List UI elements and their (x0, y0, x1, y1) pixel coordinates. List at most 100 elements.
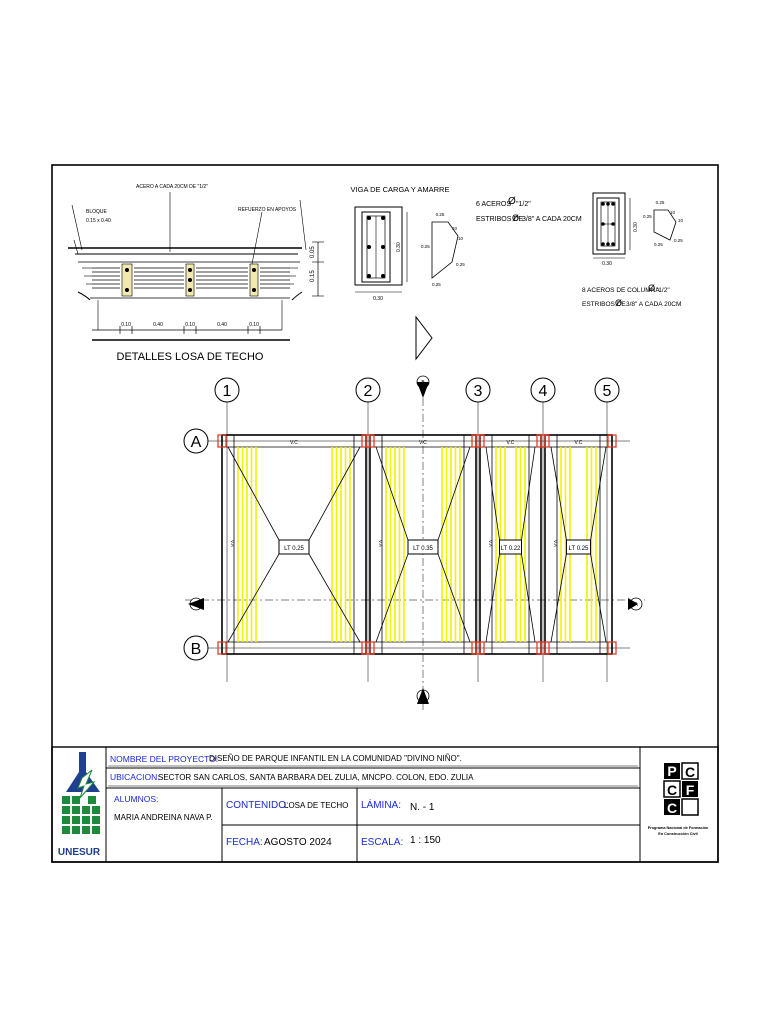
acero-label: ACERO A CADA 20CM DE "1/2" (136, 184, 208, 190)
beam-width-dim: 0.30 (373, 296, 383, 302)
section-mark-bottom: B (421, 694, 425, 700)
column-hook-dim-1: 0.25 (656, 200, 665, 205)
axis-4: 4 (539, 383, 548, 400)
height-dim-2: 0.05 (310, 246, 316, 258)
logo-text: UNESUR (58, 847, 101, 858)
axis-2: 2 (364, 383, 373, 400)
panel-label: LT 0.25 (284, 546, 304, 552)
beam-height-dim: 0.30 (396, 242, 402, 252)
axis-b: B (191, 641, 202, 658)
axis-1: 1 (223, 383, 232, 400)
ubicacion-label: UBICACION: (110, 772, 160, 782)
alumnos-label: ALUMNOS: (114, 794, 158, 804)
column-marker (365, 641, 375, 655)
floor-plan: LT 0.25V.CV.ALT 0.35V.CV.ALT 0.22V.CV.AL… (183, 375, 645, 712)
side-label: V.A (378, 540, 383, 547)
beam-label: V.C (575, 440, 583, 446)
lamina-label: LÁMINA: (361, 798, 401, 811)
column-hook-dim-2: 0.25 (643, 214, 652, 219)
slab-panel (479, 434, 542, 655)
beam-section: VIGA DE CARGA Y AMARRE 0.30 0.30 0.25 10… (351, 185, 582, 302)
escala-label: ESCALA: (361, 837, 403, 848)
diameter-icon: Ø (508, 196, 516, 207)
title-block: UNESUR NOMBRE DEL PROYECTO: DISEÑO DE PA… (51, 746, 719, 863)
beam-hook-dim-2: 10 (452, 226, 458, 231)
dim-2: 0.40 (153, 322, 163, 328)
proyecto-value: DISEÑO DE PARQUE INFANTIL EN LA COMUNIDA… (209, 754, 462, 763)
beam-label: V.C (507, 440, 515, 446)
beam-label: V.C (419, 440, 427, 446)
beam-hook-dim-6: 0.25 (432, 282, 441, 287)
column-marker (607, 641, 617, 655)
svg-text:C: C (685, 764, 695, 780)
column-hook-dim-3: 10 (670, 210, 676, 215)
diameter-icon: Ø (512, 213, 519, 223)
column-marker (365, 434, 375, 448)
column-spec-1-size: "1/2" (656, 287, 670, 294)
dim-5: 0.10 (249, 322, 259, 328)
detail-title: DETALLES LOSA DE TECHO (117, 351, 264, 363)
column-height-dim: 0.30 (633, 222, 639, 232)
axis-3: 3 (474, 383, 483, 400)
panel-label: LT 0.25 (569, 546, 589, 552)
fecha-value: AGOSTO 2024 (264, 837, 332, 848)
section-mark-top: B (421, 380, 425, 386)
column-hook-dim-6: 0.25 (654, 242, 663, 247)
column-marker (217, 434, 227, 448)
bloque-label: BLOQUE (86, 209, 108, 215)
pfc-logo: P C C F C (663, 762, 699, 816)
beam-spec-1: 6 ACEROS (476, 201, 511, 208)
escala-value: 1 : 150 (410, 835, 441, 846)
dim-4: 0.40 (217, 322, 227, 328)
svg-text:P: P (667, 763, 676, 779)
column-spec-1: 8 ACEROS DE COLUMNA (582, 287, 660, 294)
section-mark-right: A (634, 602, 638, 608)
direction-arrow-icon (415, 315, 433, 361)
diameter-icon: Ø (648, 283, 655, 293)
column-spec-2: ESTRIBOS DE (582, 301, 626, 308)
beam-spec-2-size: 3/8" A CADA 20CM (522, 216, 582, 223)
contenido-label: CONTENIDO: (226, 800, 289, 811)
dim-3: 0.10 (185, 322, 195, 328)
beam-hook-dim-5: 0.25 (456, 262, 465, 267)
alumnos-value: MARIA ANDREINA NAVA P. (114, 813, 213, 822)
svg-text:C: C (667, 782, 677, 798)
contenido-value: LOSA DE TECHO (284, 801, 348, 810)
column-marker (540, 641, 550, 655)
column-marker (475, 434, 485, 448)
proyecto-label: NOMBRE DEL PROYECTO: (110, 754, 218, 764)
column-spec-2-size: 3/8" A CADA 20CM (626, 301, 681, 308)
slab-detail: ACERO A CADA 20CM DE "1/2" BLOQUE 0.15 x… (68, 184, 324, 363)
column-hook-dim-4: 10 (678, 218, 684, 223)
beam-hook-dim-3: 10 (458, 236, 464, 241)
unesur-logo: UNESUR (58, 752, 101, 858)
section-mark-left: A (194, 602, 198, 608)
fecha-label: FECHA: (226, 837, 263, 848)
column-section: 0.30 0.30 0.25 0.25 10 10 0.25 0.25 8 AC… (582, 192, 684, 308)
dim-1: 0.10 (121, 322, 131, 328)
beam-spec-2: ESTRIBOS DE (476, 216, 523, 223)
side-label: V.A (230, 540, 235, 547)
beam-label: V.C (290, 440, 298, 446)
ubicacion-value: SECTOR SAN CARLOS, SANTA BARBARA DEL ZUL… (158, 773, 474, 782)
lamina-value: N. - 1 (410, 802, 435, 813)
column-width-dim: 0.30 (602, 261, 612, 267)
diameter-icon: Ø (615, 298, 622, 308)
height-dim-1: 0.15 (310, 270, 316, 282)
beam-spec-1-size: "1/2" (516, 201, 531, 208)
bloque-dim: 0.15 x 0.40 (86, 218, 111, 224)
column-marker (475, 641, 485, 655)
panel-label: LT 0.22 (501, 546, 521, 552)
slab-panel (544, 434, 613, 655)
beam-hook-dim-1: 0.25 (436, 212, 445, 217)
slab-panel (221, 434, 367, 655)
pfc-line-2: En Construcción Civil (658, 832, 697, 836)
beam-title: VIGA DE CARGA Y AMARRE (351, 185, 450, 194)
svg-text:C: C (667, 800, 677, 816)
svg-text:F: F (686, 782, 695, 798)
side-label: V.A (488, 540, 493, 547)
pfc-line-1: Programa Nacional de Formación (648, 826, 709, 830)
refuerzo-label: REFUERZO EN APOYOS (238, 207, 297, 213)
axis-5: 5 (603, 383, 612, 400)
